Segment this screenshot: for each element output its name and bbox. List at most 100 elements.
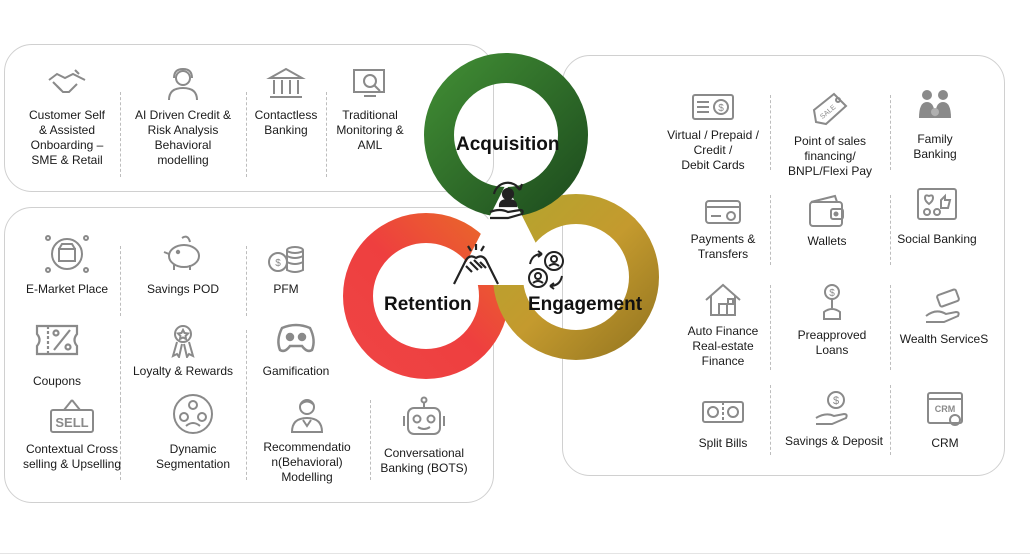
feature-item: $ PFM [248,242,324,297]
divider [890,95,891,170]
feature-label: Auto Finance Real-estate Finance [687,324,759,368]
person-icon [290,399,324,433]
feature-label: Preapproved Loans [797,328,867,357]
feature-item: Customer Self & Assisted Onboarding – SM… [14,66,120,168]
feature-item: Family Banking [892,88,978,162]
feature-label: Traditional Monitoring & AML [336,108,404,152]
feature-label: Split Bills [698,436,748,450]
social-icon [917,188,957,220]
feature-label: Wallets [807,234,847,248]
divider [370,400,371,480]
divider [890,195,891,265]
coins-icon: $ [268,246,304,273]
divider [890,285,891,370]
feature-item: Payments & Transfers [670,196,776,262]
acquisition-panel [4,44,494,192]
feature-label: Customer Self & Assisted Onboarding – SM… [28,108,106,167]
deposit-icon: $ [815,391,848,425]
feature-label: Payments & Transfers [690,232,756,261]
feature-label: Virtual / Prepaid / Credit / Debit Cards [667,128,759,172]
engagement-label: Engagement [528,294,643,315]
feature-item: $ Virtual / Prepaid / Credit / Debit Car… [660,92,766,173]
feature-item: Recommendatio n(Behavioral) Modelling [254,396,360,485]
agent-headset-icon [168,67,198,101]
divider [890,385,891,455]
svg-text:$: $ [833,395,839,407]
cards-icon: $ [692,94,734,120]
feature-item: Contactless Banking [248,66,324,138]
feature-item: SALE Point of sales financing/ BNPL/Flex… [772,92,888,179]
crm-icon: CRM [927,392,963,426]
feature-item: Gamification [248,318,344,379]
svg-text:SELL: SELL [55,415,88,430]
feature-label: Social Banking [897,232,977,246]
wallet-icon [809,194,844,227]
feature-item: Coupons [14,322,100,389]
bank-icon [266,67,306,98]
feature-label: Recommendatio n(Behavioral) Modelling [263,440,351,484]
feature-label: Contextual Cross selling & Upselling [22,442,122,471]
divider [246,330,247,400]
feature-label: Contactless Banking [254,108,318,137]
customer-cycle-icon [489,181,524,220]
feature-item: Traditional Monitoring & AML [330,66,410,153]
store-icon [45,235,89,273]
feature-label: E-Market Place [25,282,109,296]
robot-icon [403,396,445,435]
feature-label: Family Banking [913,132,957,161]
house-icon [705,283,741,316]
feature-item: Dynamic Segmentation [130,392,256,472]
feature-item: SELL Contextual Cross selling & Upsellin… [14,398,130,472]
money-hand-icon: $ [823,284,841,320]
feature-label: Loyalty & Rewards [132,364,234,378]
split-bill-icon [702,401,744,423]
people-circle-icon [173,394,213,434]
divider [770,385,771,455]
feature-item: CRM CRM [900,390,990,451]
divider [246,246,247,316]
price-tag-icon: SALE [812,92,848,126]
feature-label: Point of sales financing/ BNPL/Flexi Pay [787,134,873,178]
handshake-hands-icon [453,244,499,285]
feature-label: Gamification [262,364,330,378]
feature-label: Conversational Banking (BOTS) [380,446,468,475]
feature-label: Savings POD [146,282,220,296]
feature-label: Coupons [32,374,82,388]
feature-label: Wealth ServiceS [899,332,989,346]
monitor-search-icon [353,69,385,97]
feature-item: Split Bills [680,398,766,451]
feature-item: Auto Finance Real-estate Finance [680,282,766,369]
divider [770,285,771,370]
divider [326,92,327,177]
medal-icon [171,325,195,358]
coupon-icon [35,324,79,356]
divider [120,400,121,480]
feature-label: PFM [273,282,299,296]
feature-label: CRM [931,436,959,450]
gamepad-icon [277,323,315,353]
hand-money-icon [925,288,960,323]
divider [770,195,771,265]
divider [770,95,771,170]
divider [246,400,247,480]
feature-item: AI Driven Credit & Risk Analysis Behavio… [124,66,242,168]
retention-label: Retention [384,294,472,315]
divider [120,246,121,316]
feature-item: E-Market Place [14,232,120,297]
feature-label: Dynamic Segmentation [155,442,231,471]
feature-item: Social Banking [892,186,982,247]
feature-item: Loyalty & Rewards [124,322,242,379]
feature-item: Conversational Banking (BOTS) [376,396,472,476]
handshake-icon [48,69,86,93]
feature-item: Savings POD [124,232,242,297]
feature-item: Wealth ServiceS [894,288,994,347]
svg-text:$: $ [275,258,281,269]
feature-item: $ Savings & Deposit [776,390,892,449]
acquisition-label: Acquisition [456,134,560,155]
piggy-bank-icon [163,235,200,270]
divider [246,92,247,177]
sell-tag-icon: SELL [50,399,94,433]
divider [120,330,121,400]
feature-label: Savings & Deposit [784,434,884,448]
